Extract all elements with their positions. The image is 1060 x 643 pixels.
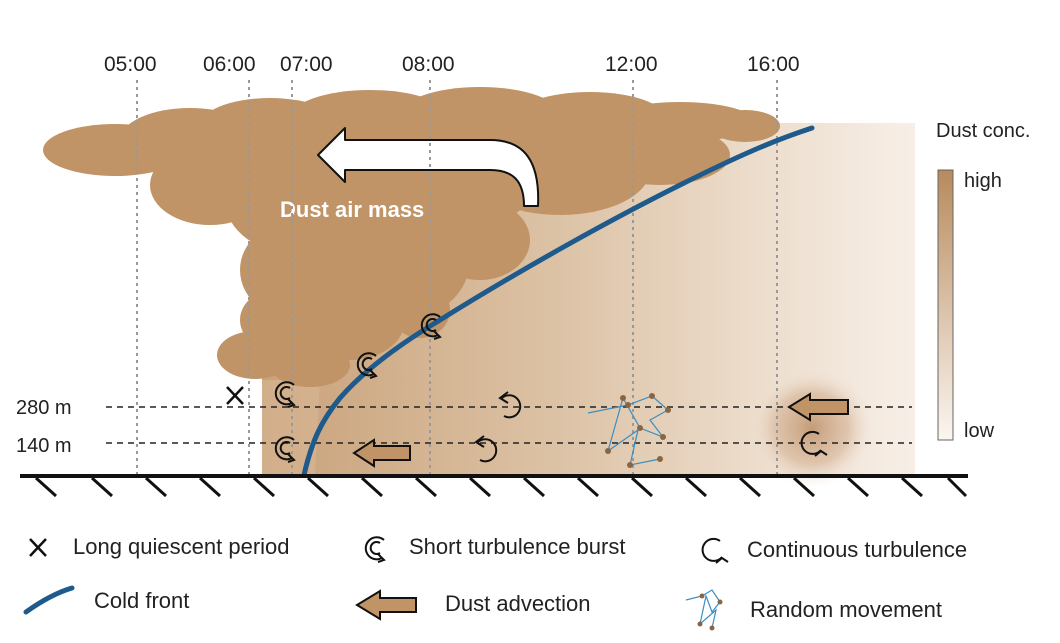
- time-label-0600: 06:00: [203, 53, 256, 76]
- legend-continuous-icon: [701, 537, 729, 564]
- legend-burst-label: Short turbulence burst: [409, 534, 625, 559]
- legend-burst-icon: [364, 536, 386, 563]
- scale-high-label: high: [964, 170, 1002, 192]
- time-label-0500: 05:00: [104, 53, 157, 76]
- time-label-0700: 07:00: [280, 53, 333, 76]
- legend: Long quiescent period Short turbulence b…: [23, 534, 967, 631]
- scale-bar: [937, 169, 954, 441]
- continuous-symbols: [474, 391, 828, 463]
- advection-arrows: [352, 392, 849, 468]
- legend-quiescent-icon: [29, 538, 47, 557]
- continuous-symbol: [800, 430, 828, 457]
- advection-arrow: [787, 392, 849, 422]
- air-mass-label: Dust air mass: [280, 197, 424, 222]
- circulation-arrow: [317, 127, 540, 207]
- continuous-symbol: [474, 435, 498, 463]
- continuous-symbol: [498, 391, 522, 419]
- height-label-280: 280 m: [16, 397, 72, 419]
- cold-front-line: [301, 125, 815, 478]
- time-label-1600: 16:00: [747, 53, 800, 76]
- burst-symbol: [356, 352, 378, 379]
- time-label-0800: 08:00: [402, 53, 455, 76]
- legend-advection-icon: [355, 589, 417, 621]
- dust-source-blob: [750, 368, 874, 488]
- height-lines: [106, 406, 912, 444]
- legend-quiescent-label: Long quiescent period: [73, 534, 290, 559]
- burst-symbol: [420, 313, 442, 340]
- time-gridlines: [136, 80, 778, 475]
- legend-front-label: Cold front: [94, 588, 189, 613]
- burst-symbols: [274, 313, 442, 463]
- quiescent-marker: [226, 386, 244, 405]
- time-label-1200: 12:00: [605, 53, 658, 76]
- legend-random-label: Random movement: [750, 597, 942, 622]
- burst-symbol: [274, 436, 296, 463]
- height-label-140: 140 m: [16, 435, 72, 457]
- legend-advection-label: Dust advection: [445, 591, 591, 616]
- concentration-scale: Dust conc. high low: [936, 120, 1030, 442]
- legend-front-icon: [23, 585, 75, 615]
- legend-continuous-label: Continuous turbulence: [747, 537, 967, 562]
- burst-symbol: [274, 381, 296, 408]
- advection-arrow: [352, 438, 411, 468]
- scale-title: Dust conc.: [936, 120, 1030, 142]
- scale-low-label: low: [964, 420, 995, 442]
- legend-random-icon: [685, 589, 723, 631]
- ground: [20, 474, 968, 498]
- random-movement: [587, 393, 671, 468]
